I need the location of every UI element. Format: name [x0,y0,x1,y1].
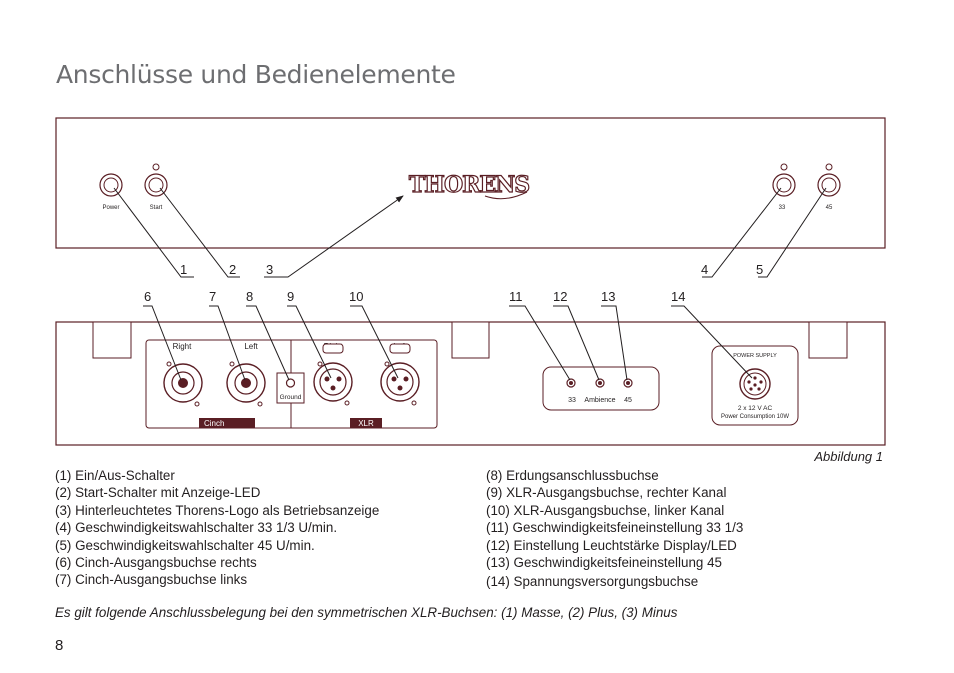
legend-item: (4) Geschwindigkeitswahlschalter 33 1/3 … [55,520,338,536]
cinch-left-label: Left [244,342,258,351]
xlr-right-socket[interactable] [313,343,353,406]
ground-terminal[interactable] [276,372,305,404]
power-supply-voltage: 2 x 12 V AC [738,405,773,412]
speed-45-led-icon [825,163,833,171]
callout-13: 13 [601,289,615,304]
callout-11: 11 [509,289,523,304]
callout-5: 5 [756,262,763,277]
speed-33-label: 33 [779,205,786,211]
front-leader-lines [113,187,827,278]
adjust-33-trimmer[interactable] [566,378,576,388]
legend-item: (12) Einstellung Leuchtstärke Display/LE… [486,537,737,553]
legend-item: (6) Cinch-Ausgangsbuchse rechts [55,555,257,571]
xlr-tag-label: XLR [358,419,374,428]
page-number: 8 [55,637,64,654]
legend-item: (7) Cinch-Ausgangsbuchse links [55,572,248,588]
xlr-tag [350,418,382,428]
callout-4: 4 [701,262,708,277]
legend-item: (8) Erdungsanschlussbuchse [486,468,659,483]
start-label: Start [150,205,163,211]
callout-6: 6 [144,289,151,304]
callout-2: 2 [229,262,236,277]
rear-foot-3 [808,321,848,359]
legend-item: (1) Ein/Aus-Schalter [55,468,175,483]
logo-swoosh-icon [484,191,528,200]
adjust-45-label: 45 [624,397,632,404]
cinch-right-jack[interactable] [163,361,203,407]
callout-8: 8 [246,289,253,304]
rear-leader-lines [143,305,753,381]
legend-item: (14) Spannungsversorgungsbuchse [486,574,699,590]
legend-item: (2) Start-Schalter mit Anzeige-LED [55,485,261,501]
legend-item: (3) Hinterleuchtetes Thorens-Logo als Be… [55,502,380,518]
speed-33-led-icon [780,163,788,171]
callout-14: 14 [671,289,685,304]
callout-9: 9 [287,289,294,304]
adjustment-board [542,366,660,411]
speed-45-label: 45 [826,205,833,211]
rear-foot-2 [451,321,490,359]
cinch-tag [199,418,255,428]
front-panel: Power Start THORENS 33 45 [55,117,886,249]
callout-1: 1 [180,262,187,277]
legend-item: (9) XLR-Ausgangsbuchse, rechter Kanal [486,485,727,501]
cinch-right-label: Right [173,342,192,351]
power-supply-label: POWER SUPPLY [733,353,777,359]
page-title: Anschlüsse und Bedienelemente [56,60,456,89]
legend-item: (10) XLR-Ausgangsbuchse, linker Kanal [486,502,725,518]
ground-label: Ground [280,394,302,401]
ambience-label: Ambience [584,397,615,404]
speed-33-button[interactable] [772,173,796,197]
power-button[interactable] [99,173,123,197]
rear-foot-1 [92,321,132,359]
cinch-tag-label: Cinch [204,419,224,428]
front-panel-frame [55,117,886,249]
start-led-icon [152,163,160,171]
callout-3: 3 [266,262,273,277]
legend-item: (13) Geschwindigkeitsfeineinstellung 45 [486,555,722,571]
legend-right: (8) Erdungsanschlussbuchse (9) XLR-Ausga… [486,467,743,591]
rear-panel: Right Left Right Left Ground [55,321,886,446]
xlr-pinout-note: Es gilt folgende Anschlussbelegung bei d… [55,605,678,620]
callout-10: 10 [349,289,363,304]
legend-item: (5) Geschwindigkeitswahlschalter 45 U/mi… [55,537,315,553]
xlr-left-socket[interactable] [380,343,420,406]
callout-7: 7 [209,289,216,304]
power-label: Power [102,205,119,211]
speed-45-button[interactable] [817,173,841,197]
power-supply-socket[interactable] [739,368,771,400]
thorens-logo: THORENS [409,172,529,198]
cinch-left-jack[interactable] [226,361,266,407]
power-supply-consumption: Power Consumption 10W [721,414,789,420]
ambience-trimmer[interactable] [595,378,605,388]
adjust-45-trimmer[interactable] [623,378,633,388]
figure-caption: Abbildung 1 [814,449,883,464]
callout-12: 12 [553,289,567,304]
adjust-33-label: 33 [568,397,576,404]
legend-left: (1) Ein/Aus-Schalter (2) Start-Schalter … [55,467,379,589]
legend-item: (11) Geschwindigkeitsfeineinstellung 33 … [486,520,744,536]
